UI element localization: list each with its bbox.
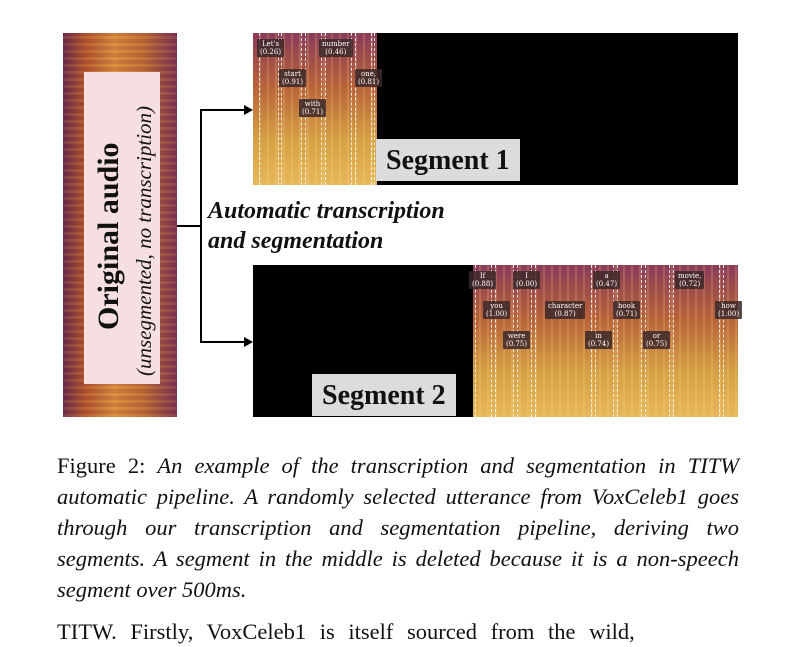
word-label: number(0.46) <box>319 39 353 57</box>
figure-diagram: Original audio (unsegmented, no transcri… <box>63 33 743 417</box>
caption-text: An example of the transcription and segm… <box>57 453 740 602</box>
word-boundary <box>374 33 375 185</box>
word-label: movie,(0.72) <box>675 271 705 289</box>
word-label: one,(0.81) <box>355 69 383 87</box>
word-boundary <box>723 265 724 417</box>
word-boundary <box>355 33 356 185</box>
segment1-panel: Let's(0.26) number(0.46) start(0.91) one… <box>253 33 738 185</box>
word-label: were(0.75) <box>503 331 531 349</box>
caption-label: Figure 2: <box>57 453 146 478</box>
word-label: character(0.87) <box>545 301 586 319</box>
word-label: or(0.75) <box>643 331 671 349</box>
word-label: start(0.91) <box>279 69 307 87</box>
connector-horizontal <box>177 225 201 227</box>
word-boundary <box>475 265 476 417</box>
word-boundary <box>641 265 642 417</box>
word-boundary <box>281 33 282 185</box>
arrowhead-segment1 <box>244 105 253 115</box>
process-label-line2: and segmentation <box>208 228 384 254</box>
word-boundary <box>719 265 720 417</box>
original-audio-label-box <box>84 72 160 384</box>
word-label: I(0.00) <box>513 271 541 289</box>
arrow-to-segment2 <box>200 341 244 343</box>
word-boundary <box>617 265 618 417</box>
arrow-to-segment1 <box>200 109 244 111</box>
word-label: If(0.88) <box>469 271 497 289</box>
arrowhead-segment2 <box>244 337 253 347</box>
process-label-line1: Automatic transcription <box>208 198 445 224</box>
word-boundary <box>371 33 372 185</box>
segment1-label: Segment 1 <box>376 139 520 181</box>
word-label: how(1.00) <box>715 301 743 319</box>
word-boundary <box>491 265 492 417</box>
original-audio-subtitle: (unsegmented, no transcription) <box>132 105 156 376</box>
word-label: book(0.71) <box>613 301 641 319</box>
original-audio-title: Original audio <box>92 142 125 330</box>
segment2-panel: If(0.88) I(0.00) a(0.47) movie,(0.72) yo… <box>253 265 743 417</box>
word-label: with(0.71) <box>299 99 327 117</box>
word-boundary <box>351 33 352 185</box>
word-boundary <box>278 33 279 185</box>
word-label: you(1.00) <box>483 301 511 319</box>
word-boundary <box>531 265 532 417</box>
word-boundary <box>259 33 260 185</box>
process-label: Automatic transcription and segmentation <box>208 196 445 256</box>
figure-caption: Figure 2: An example of the transcriptio… <box>57 450 739 605</box>
word-boundary <box>495 265 496 417</box>
word-label: in(0.74) <box>585 331 613 349</box>
word-label: a(0.47) <box>593 271 621 289</box>
word-boundary <box>535 265 536 417</box>
connector-vertical <box>200 110 202 342</box>
word-label: Let's(0.26) <box>257 39 285 57</box>
word-boundary <box>673 265 674 417</box>
body-text: TITW. Firstly, VoxCeleb1 is itself sourc… <box>57 619 635 644</box>
segment2-label: Segment 2 <box>312 374 456 416</box>
word-boundary <box>613 265 614 417</box>
